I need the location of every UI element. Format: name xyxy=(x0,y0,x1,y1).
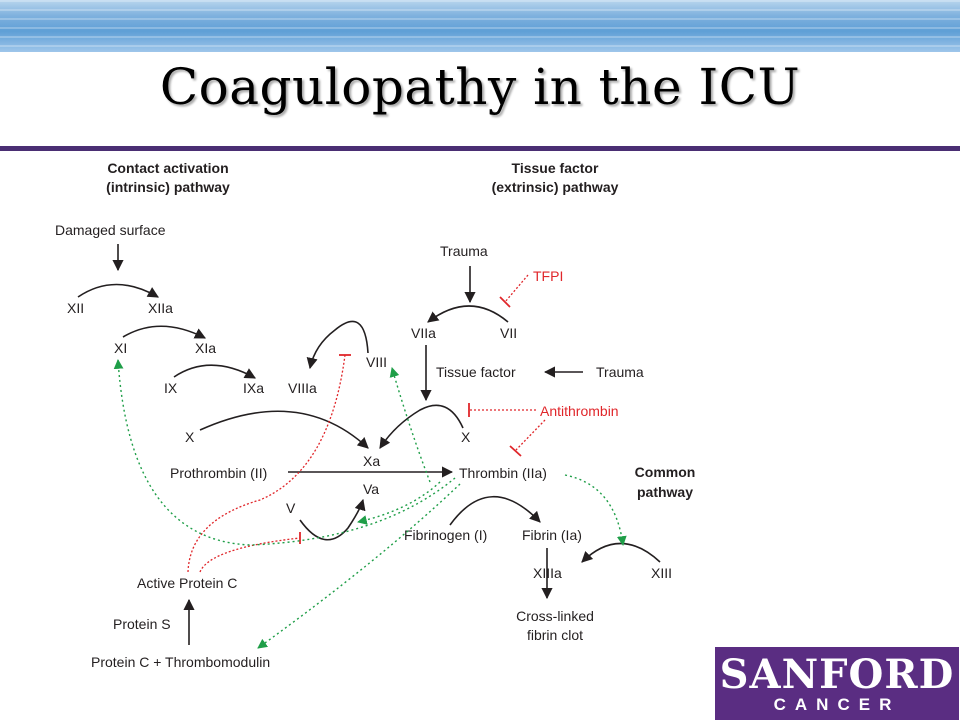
node-ixa: IXa xyxy=(243,380,264,396)
title-divider xyxy=(0,146,960,151)
arrow-vii-to-viia xyxy=(427,305,509,323)
node-xa: Xa xyxy=(363,453,380,469)
feedback-thrombin-to-xi xyxy=(113,359,456,546)
node-xii: XII xyxy=(67,300,84,316)
arrow-xiii-to-xiiia xyxy=(581,542,661,563)
arrow-xii-to-xiia xyxy=(77,283,159,298)
feedback-thrombin-to-xiii xyxy=(564,474,627,546)
node-clot-line1: Cross-linked xyxy=(516,608,594,624)
node-tfpi: TFPI xyxy=(533,268,563,284)
node-antithrombin: Antithrombin xyxy=(540,403,619,419)
arrow-v-to-va xyxy=(299,498,366,541)
logo-name: SANFORD xyxy=(719,651,955,698)
node-viii: VIII xyxy=(366,354,387,370)
node-trauma-top: Trauma xyxy=(440,243,488,259)
node-vii: VII xyxy=(500,325,517,341)
tfpi-inhibition xyxy=(504,274,529,303)
node-clot-line2: fibrin clot xyxy=(527,627,583,643)
arrow-x-to-xa xyxy=(199,410,369,449)
antithrombin-bar-thrombin xyxy=(509,445,522,457)
arrow-ix-to-ixa xyxy=(173,364,256,379)
node-v: V xyxy=(286,500,296,516)
node-protein-s: Protein S xyxy=(113,616,171,632)
intrinsic-header-line2: (intrinsic) pathway xyxy=(106,179,230,195)
common-header-line2: pathway xyxy=(637,484,693,500)
node-viia: VIIa xyxy=(411,325,436,341)
node-trauma-right: Trauma xyxy=(596,364,644,380)
node-va: Va xyxy=(363,481,379,497)
feedback-thrombin-to-v xyxy=(357,481,441,525)
feedback-thrombin-to-protein-c xyxy=(257,483,461,649)
intrinsic-header-line1: Contact activation xyxy=(107,160,228,176)
antithrombin-to-thrombin-inhibition xyxy=(515,419,546,451)
node-active-protein-c: Active Protein C xyxy=(137,575,237,591)
arrow-fibrinogen-to-fibrin xyxy=(449,495,541,526)
node-fibrin: Fibrin (Ia) xyxy=(522,527,582,543)
extrinsic-header-line1: Tissue factor xyxy=(512,160,599,176)
arrow-xi-to-xia xyxy=(122,325,206,339)
slide-title: Coagulopathy in the ICU xyxy=(159,58,801,116)
logo-subtitle: CANCER xyxy=(773,695,901,714)
node-ix: IX xyxy=(164,380,178,396)
inhibition-lines xyxy=(187,274,546,573)
node-fibrinogen: Fibrinogen (I) xyxy=(404,527,487,543)
node-xia: XIa xyxy=(195,340,216,356)
arrow-viii-to-viiia xyxy=(306,320,369,370)
feedback-arrows xyxy=(113,359,627,649)
arrow-x-right-to-xa xyxy=(379,404,464,449)
node-xi: XI xyxy=(114,340,127,356)
feedback-thrombin-to-viii xyxy=(389,367,431,483)
node-thrombin: Thrombin (IIa) xyxy=(459,465,547,481)
node-xiia: XIIa xyxy=(148,300,173,316)
extrinsic-header-line2: (extrinsic) pathway xyxy=(492,179,619,195)
node-prothrombin: Prothrombin (II) xyxy=(170,465,267,481)
node-damaged-surface: Damaged surface xyxy=(55,222,166,238)
node-x-left: X xyxy=(185,429,195,445)
node-xiii: XIII xyxy=(651,565,672,581)
tfpi-bar xyxy=(499,296,511,308)
node-viiia: VIIIa xyxy=(288,380,317,396)
activation-arrows xyxy=(77,244,661,645)
top-banner xyxy=(0,0,960,52)
common-header-line1: Common xyxy=(635,464,696,480)
node-tissue-factor: Tissue factor xyxy=(436,364,516,380)
node-x-right: X xyxy=(461,429,471,445)
node-protein-c-thrombomodulin: Protein C + Thrombomodulin xyxy=(91,654,270,670)
banner-stripes xyxy=(0,0,960,52)
apc-to-v-inhibition xyxy=(199,537,301,573)
sanford-cancer-logo: SANFORD CANCER xyxy=(715,647,959,720)
